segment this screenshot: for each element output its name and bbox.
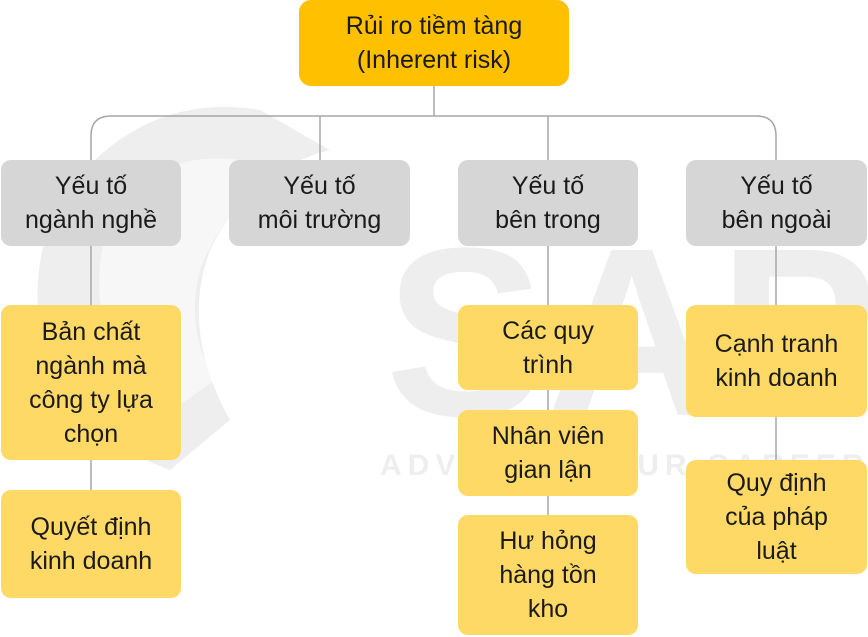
leaf-quyet-dinh-kinh-doanh-label: Quyết định kinh doanh <box>29 513 153 575</box>
category-ben-trong: Yếu tố bên trong <box>458 160 638 246</box>
leaf-ban-chat-nganh-label: Bản chất ngành mà công ty lựa chọn <box>29 317 153 448</box>
leaf-cac-quy-trinh-label: Các quy trình <box>502 316 594 379</box>
leaf-canh-tranh-kinh-doanh-label: Cạnh tranh kinh doanh <box>714 330 839 392</box>
leaf-quy-dinh-phap-luat-label: Quy định của pháp luật <box>725 469 828 565</box>
leaf-ban-chat-nganh: Bản chất ngành mà công ty lựa chọn <box>1 305 181 460</box>
category-ben-trong-label: Yếu tố bên trong <box>495 172 601 234</box>
leaf-quy-dinh-phap-luat: Quy định của pháp luật <box>686 460 867 574</box>
category-bus <box>90 115 777 160</box>
category-ben-ngoai-label: Yếu tố bên ngoài <box>721 172 832 234</box>
root-node-label: Rủi ro tiềm tàng (Inherent risk) <box>345 12 523 74</box>
leaf-canh-tranh-kinh-doanh: Cạnh tranh kinh doanh <box>686 305 867 417</box>
leaf-hu-hong-hang-ton-kho: Hư hỏng hàng tồn kho <box>458 515 638 635</box>
category-ben-ngoai: Yếu tố bên ngoài <box>686 160 867 246</box>
leaf-cac-quy-trinh: Các quy trình <box>458 305 638 390</box>
root-node: Rủi ro tiềm tàng (Inherent risk) <box>299 0 569 86</box>
category-nganh-nghe-label: Yếu tố ngành nghề <box>24 172 158 234</box>
leaf-quyet-dinh-kinh-doanh: Quyết định kinh doanh <box>1 490 181 598</box>
category-moi-truong: Yếu tố môi trường <box>229 160 410 246</box>
leaf-hu-hong-hang-ton-kho-label: Hư hỏng hàng tồn kho <box>499 527 597 623</box>
category-nganh-nghe: Yếu tố ngành nghề <box>1 160 181 246</box>
category-moi-truong-label: Yếu tố môi trường <box>257 172 382 234</box>
leaf-nhan-vien-gian-lan-label: Nhân viên gian lận <box>491 422 605 484</box>
leaf-nhan-vien-gian-lan: Nhân viên gian lận <box>458 410 638 496</box>
